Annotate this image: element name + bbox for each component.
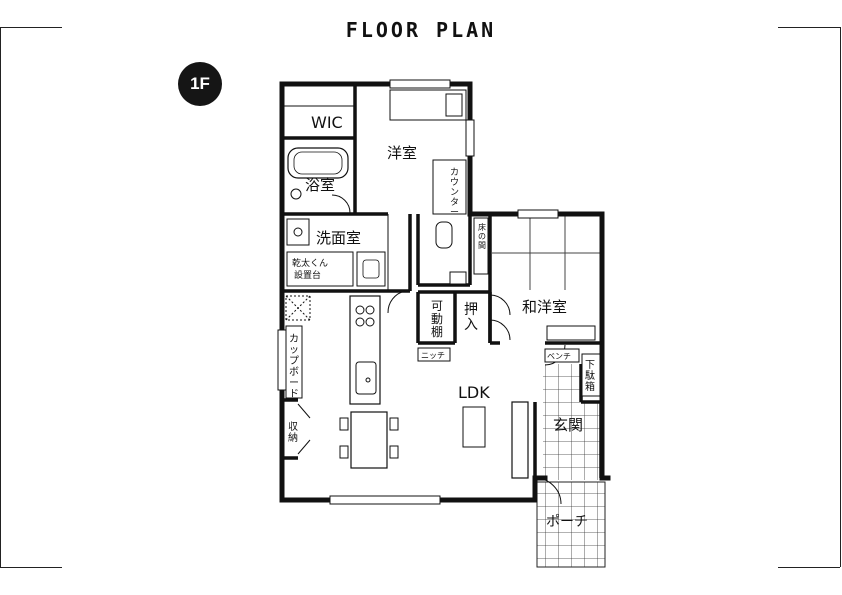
cupboard [285, 325, 303, 399]
windows [277, 79, 559, 505]
label-shoe-box: 下駄箱 [585, 360, 595, 393]
label-tokonoma: 床の間 [478, 222, 486, 250]
entrance-step [543, 364, 581, 402]
frame-top-right [778, 27, 840, 28]
vanity [356, 251, 386, 287]
tokonoma [473, 217, 489, 275]
counter [432, 159, 467, 215]
label-closet: 押入 [464, 302, 478, 333]
frame-right [840, 27, 841, 567]
label-washroom: 洗面室 [316, 229, 361, 247]
coffee-table [462, 406, 486, 448]
fridge-space [285, 295, 311, 321]
frame-top-left [0, 27, 62, 28]
label-movable-shelf: 可動棚 [431, 299, 443, 339]
washing-machine [286, 218, 310, 246]
bathtub [287, 147, 349, 179]
frame-bottom-right [778, 567, 840, 568]
label-storage: 収納 [288, 421, 298, 444]
entrance-floor [543, 402, 601, 480]
dining-chairs [339, 417, 399, 459]
label-cupboard: カップボード [289, 333, 299, 400]
label-porch: ポーチ [546, 514, 588, 530]
dryer-stand [286, 251, 354, 287]
label-niche: ニッチ [421, 351, 445, 360]
label-entrance: 玄関 [553, 416, 583, 434]
kitchen-counter [349, 295, 381, 405]
toilet [435, 221, 453, 249]
label-japanese-western-room: 和洋室 [522, 298, 567, 316]
tv-board [511, 401, 529, 479]
frame-bottom-left [0, 567, 62, 568]
page-title: FLOOR PLAN [345, 18, 497, 42]
interior-walls [282, 84, 603, 478]
label-bench: ベンチ [547, 352, 571, 361]
tatami-grid [492, 216, 600, 290]
dining-table [350, 411, 388, 469]
label-bathroom: 浴室 [305, 176, 335, 194]
porch-floor [536, 481, 606, 568]
label-western-room: 洋室 [387, 144, 417, 162]
label-ldk: LDK [458, 383, 490, 402]
desk [546, 325, 596, 341]
floor-badge: 1F [178, 62, 222, 106]
bench [544, 348, 580, 363]
label-dryer-stand-2: 設置台 [294, 269, 321, 281]
label-wic: WIC [311, 113, 343, 132]
shoe-box [581, 353, 601, 397]
label-counter: カウンター [450, 167, 459, 218]
frame-left [0, 27, 1, 567]
niche [417, 347, 451, 362]
label-dryer-stand-1: 乾太くん [292, 257, 328, 269]
